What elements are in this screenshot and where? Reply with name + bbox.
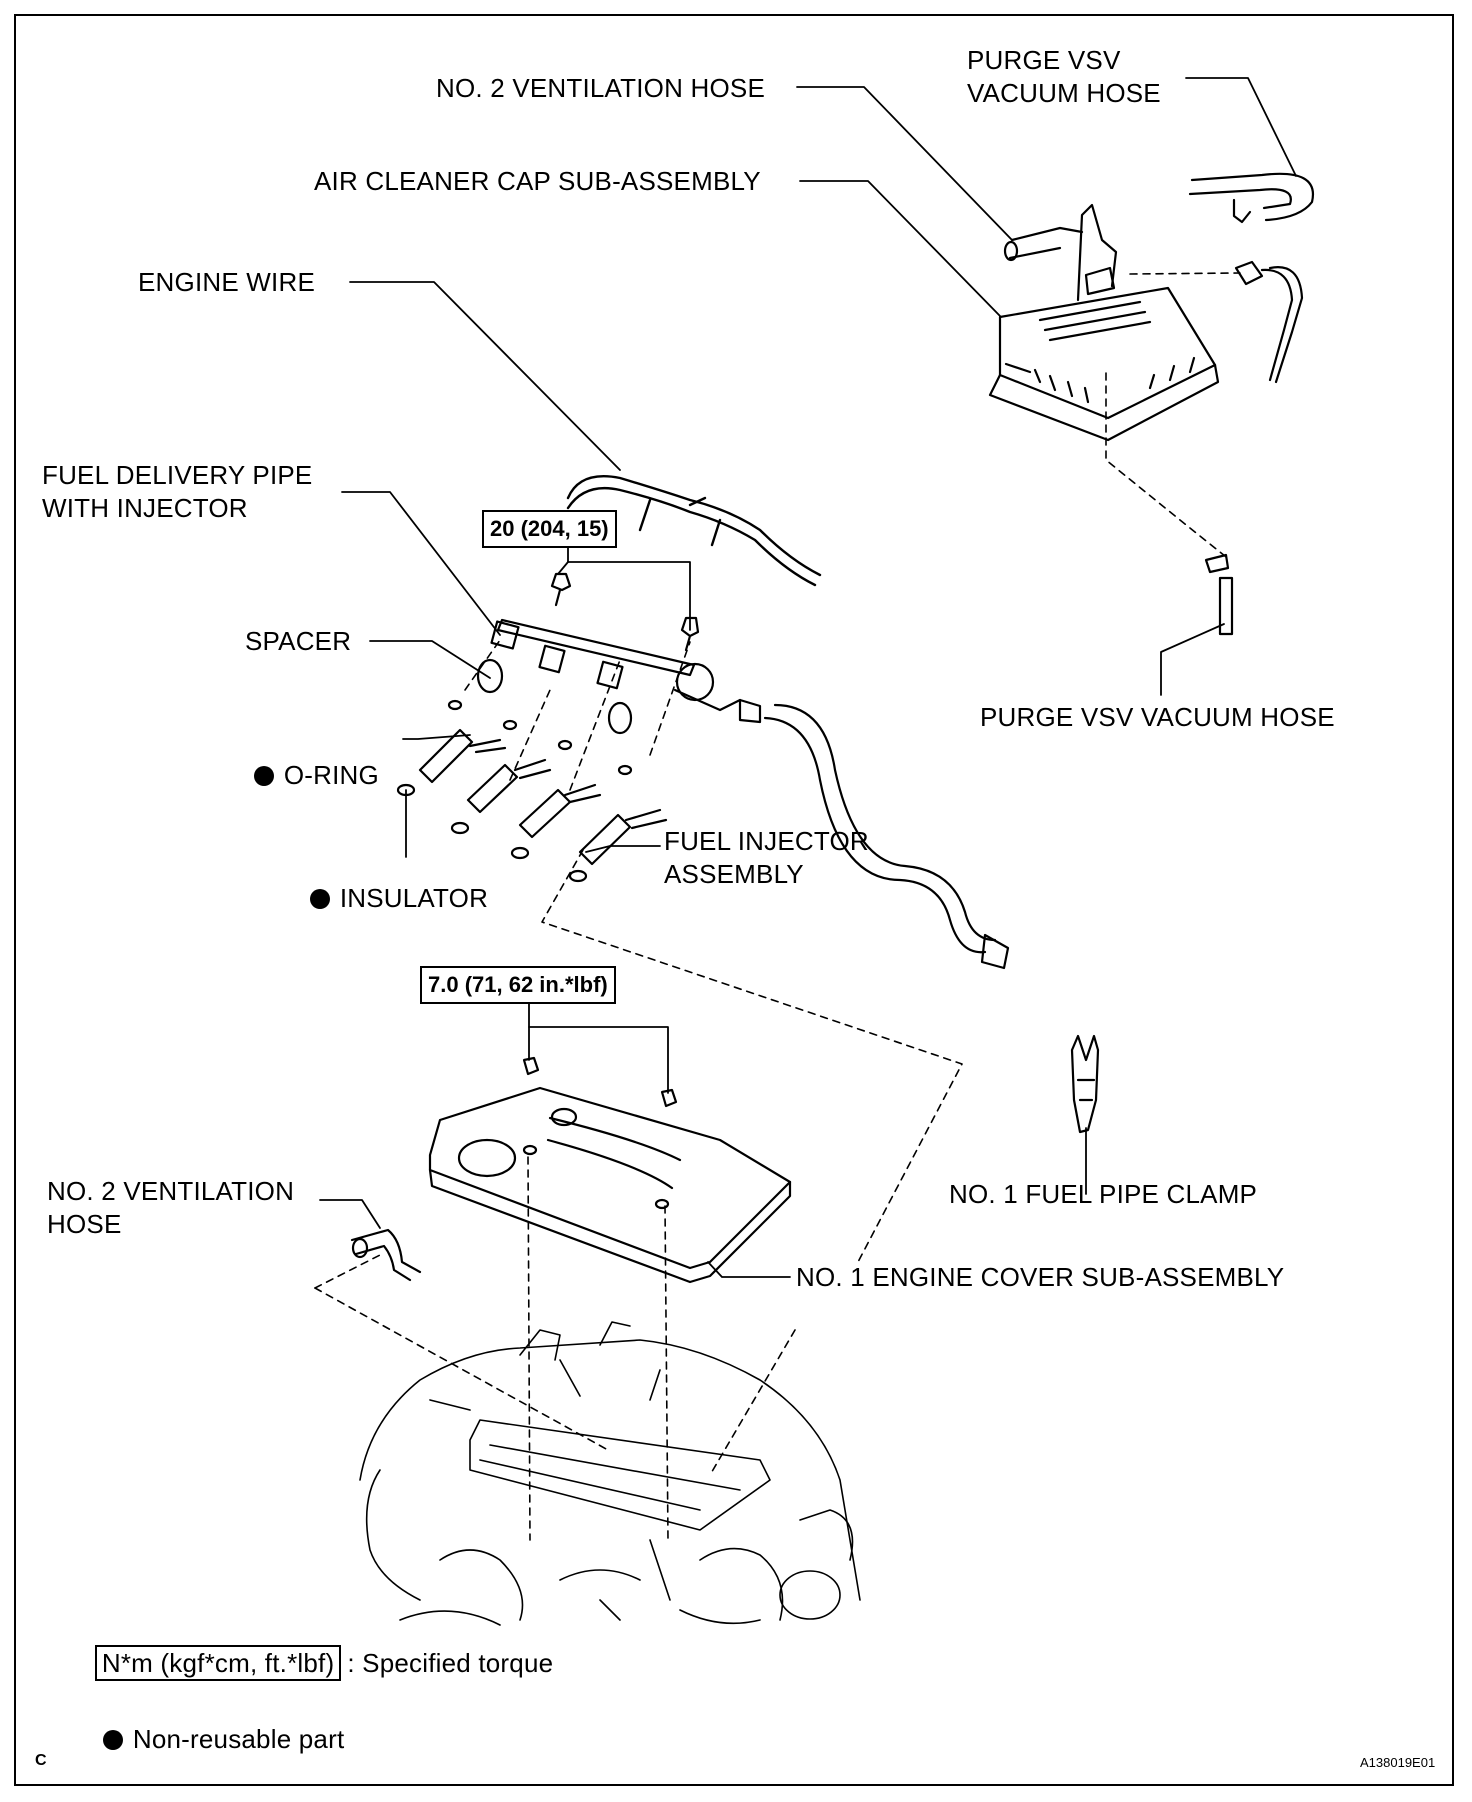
engine-wire-label: ENGINE WIRE [138, 267, 315, 297]
air-cleaner-cap-drawing [988, 203, 1220, 442]
diagram-frame [14, 14, 1454, 1786]
air-cleaner-cap-label: AIR CLEANER CAP SUB-ASSEMBLY [314, 166, 761, 196]
torque-brackets [528, 536, 691, 1094]
purge-vsv-vacuum-hose-label-top: PURGE VSV VACUUM HOSE [967, 45, 1161, 108]
fuel-delivery-pipe-drawing [396, 572, 1010, 970]
filled-circle-icon [253, 766, 274, 786]
legend-non-reusable-desc: Non-reusable part [132, 1724, 345, 1754]
purge-vsv-vacuum-hose-label-right: PURGE VSV VACUUM HOSE [980, 702, 1335, 732]
dashed-alignment-lines [314, 272, 1241, 1541]
figure-id: A138019E01 [1360, 1755, 1436, 1770]
filled-circle-icon [102, 1730, 123, 1750]
fuel-injector-assembly-label: FUEL INJECTOR ASSEMBLY [664, 826, 869, 889]
no1-engine-cover-label: NO. 1 ENGINE COVER SUB-ASSEMBLY [796, 1262, 1285, 1292]
o-ring-label: O-RING [239, 726, 379, 792]
no2-ventilation-hose-left-drawing [350, 1228, 422, 1282]
torque-spec-delivery-pipe: 20 (204, 15) [482, 510, 617, 548]
fuel-delivery-pipe-label: FUEL DELIVERY PIPE WITH INJECTOR [42, 460, 313, 523]
o-ring-text: O-RING [283, 760, 379, 790]
engine-cover-drawing [428, 1056, 792, 1284]
section-code: C [35, 1752, 47, 1769]
legend-torque-unit: N*m (kgf*cm, ft.*lbf) [94, 1645, 342, 1681]
insulator-text: INSULATOR [339, 883, 489, 913]
purge-vsv-small-hose-drawing [1204, 553, 1234, 636]
engine-wire-drawing [566, 475, 822, 587]
purge-vsv-hose-drawing [1188, 172, 1315, 384]
filled-circle-icon [309, 889, 330, 909]
spacer-label: SPACER [245, 626, 352, 656]
no1-fuel-pipe-clamp-label: NO. 1 FUEL PIPE CLAMP [949, 1179, 1258, 1209]
no2-ventilation-hose-label-top: NO. 2 VENTILATION HOSE [436, 73, 765, 103]
leader-lines [319, 77, 1297, 1278]
legend-non-reusable: Non-reusable part [88, 1690, 344, 1756]
no2-ventilation-hose-label-left: NO. 2 VENTILATION HOSE [47, 1176, 295, 1239]
engine-block-drawing [359, 1321, 861, 1626]
legend-torque-desc: : Specified torque [347, 1648, 554, 1678]
insulator-label: INSULATOR [295, 849, 488, 915]
torque-spec-engine-cover: 7.0 (71, 62 in.*lbf) [420, 966, 616, 1004]
fuel-pipe-clamp-drawing [1070, 1034, 1100, 1134]
legend-torque: N*m (kgf*cm, ft.*lbf): Specified torque [80, 1612, 553, 1681]
